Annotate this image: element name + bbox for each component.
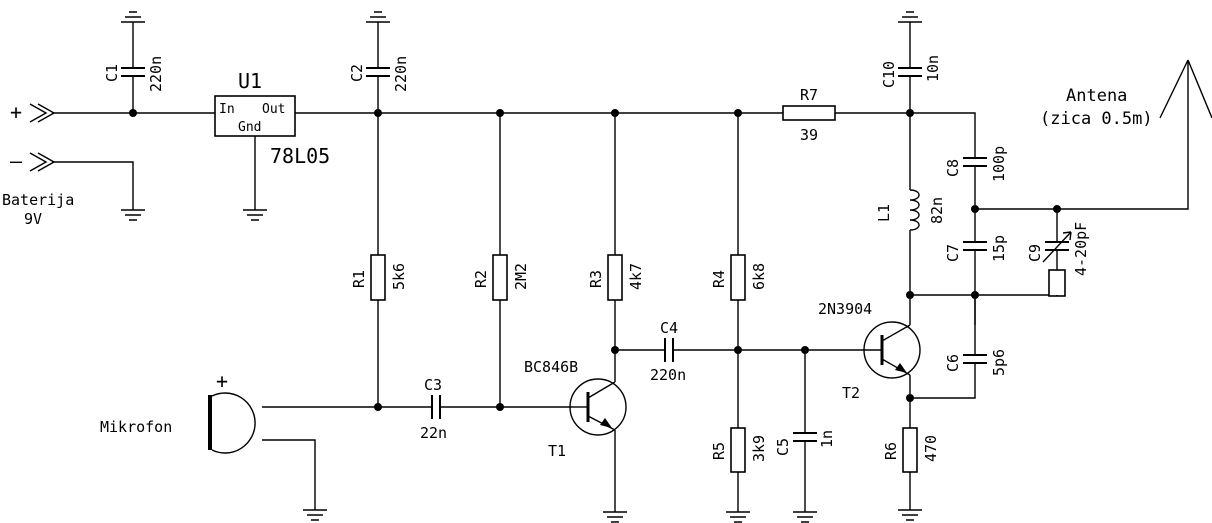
ground-mic: [303, 509, 327, 521]
u1-ref: U1: [238, 69, 262, 93]
c4-value: 220n: [650, 366, 686, 384]
c2-value: 220n: [392, 56, 410, 92]
capacitor-c10: C10 10n: [880, 55, 942, 88]
u1-pin-in: In: [219, 102, 235, 117]
ground-minus: [121, 209, 145, 221]
mic-plus-label: +: [216, 369, 228, 393]
capacitor-c7: C7 15p: [944, 235, 1008, 262]
antenna-label-line2: (zica 0.5m): [1040, 109, 1153, 129]
mic-label: Mikrofon: [100, 418, 172, 436]
c3-value: 22n: [420, 424, 447, 442]
regulator-u1: U1 In Out Gnd 78L05: [214, 69, 330, 168]
r2-ref: R2: [472, 270, 490, 288]
resistor-r6: R6 470: [882, 427, 940, 473]
microphone: + Mikrofon: [100, 369, 256, 454]
resistor-r7: R7 39: [782, 86, 836, 144]
t1-value: BC846B: [524, 358, 578, 376]
transistor-t1: BC846B T1: [524, 358, 627, 460]
ground-c10: [898, 11, 922, 32]
c5-value: 1n: [818, 430, 836, 448]
r1-value: 5k6: [390, 263, 408, 290]
r5-value: 3k9: [750, 435, 768, 462]
resistor-r2: R2 2M2: [472, 254, 530, 301]
c8-value: 100p: [990, 146, 1008, 182]
battery-label-line1: Baterija: [2, 191, 74, 209]
l1-value: 82n: [928, 197, 946, 224]
c5-ref: C5: [774, 438, 792, 456]
r3-value: 4k7: [627, 263, 645, 290]
ground-c2: [366, 11, 390, 32]
r3-ref: R3: [587, 270, 605, 288]
ground-symbols: [121, 11, 922, 523]
r6-value: 470: [922, 435, 940, 462]
capacitor-c1: C1 220n: [103, 56, 165, 92]
r2-value: 2M2: [512, 263, 530, 290]
resistor-r4: R4 6k8: [710, 254, 768, 301]
resistor-r1: R1 5k6: [350, 254, 408, 301]
wires: [52, 32, 1189, 512]
battery-minus-label: –: [10, 149, 23, 173]
r6-ref: R6: [882, 442, 900, 460]
c10-value: 10n: [924, 55, 942, 82]
u1-value: 78L05: [270, 144, 330, 168]
r5-ref: R5: [710, 442, 728, 460]
c7-value: 15p: [990, 235, 1008, 262]
c7-ref: C7: [944, 244, 962, 262]
r1-ref: R1: [350, 270, 368, 288]
c2-ref: C2: [348, 64, 366, 82]
u1-pin-out: Out: [262, 102, 285, 117]
c10-ref: C10: [880, 61, 898, 88]
junction-dots: [129, 109, 1061, 411]
c6-ref: C6: [944, 354, 962, 372]
c9-ref: C9: [1026, 244, 1044, 262]
battery-label-line2: 9V: [24, 210, 42, 228]
r7-ref: R7: [800, 86, 818, 104]
ground-c5: [793, 511, 817, 523]
c4-ref: C4: [660, 319, 678, 337]
trimmer-capacitor-c9: C9 4-20pF: [1026, 222, 1090, 297]
c3-ref: C3: [424, 376, 442, 394]
u1-pin-gnd: Gnd: [238, 120, 261, 135]
r4-value: 6k8: [750, 263, 768, 290]
c1-value: 220n: [147, 56, 165, 92]
ground-r5: [726, 511, 750, 523]
c8-ref: C8: [944, 159, 962, 177]
capacitor-c2: C2 220n: [348, 56, 410, 92]
battery-connector: + – Baterija 9V: [2, 100, 74, 228]
t1-ref: T1: [548, 442, 566, 460]
ground-c1: [121, 11, 145, 32]
battery-plus-label: +: [10, 100, 22, 124]
resistor-r3: R3 4k7: [587, 254, 645, 301]
c9-value: 4-20pF: [1072, 222, 1090, 276]
capacitor-c6: C6 5p6: [944, 349, 1008, 376]
capacitor-c3: C3 22n: [420, 376, 447, 442]
c1-ref: C1: [103, 64, 121, 82]
c6-value: 5p6: [990, 349, 1008, 376]
capacitor-c8: C8 100p: [944, 146, 1008, 182]
ground-r6: [898, 509, 922, 521]
capacitor-c5: C5 1n: [774, 430, 836, 456]
resistor-r5: R5 3k9: [710, 427, 768, 473]
antenna: Antena (zica 0.5m): [1040, 59, 1212, 129]
capacitor-c4: C4 220n: [650, 319, 686, 384]
ground-t1: [603, 511, 627, 523]
ground-u1: [243, 209, 267, 221]
r7-value: 39: [800, 126, 818, 144]
t2-value: 2N3904: [818, 300, 872, 318]
r4-ref: R4: [710, 270, 728, 288]
antenna-label-line1: Antena: [1066, 86, 1127, 106]
inductor-l1: L1 82n: [875, 189, 946, 231]
l1-ref: L1: [875, 204, 893, 222]
t2-ref: T2: [842, 384, 860, 402]
transistor-t2: 2N3904 T2: [818, 300, 921, 402]
